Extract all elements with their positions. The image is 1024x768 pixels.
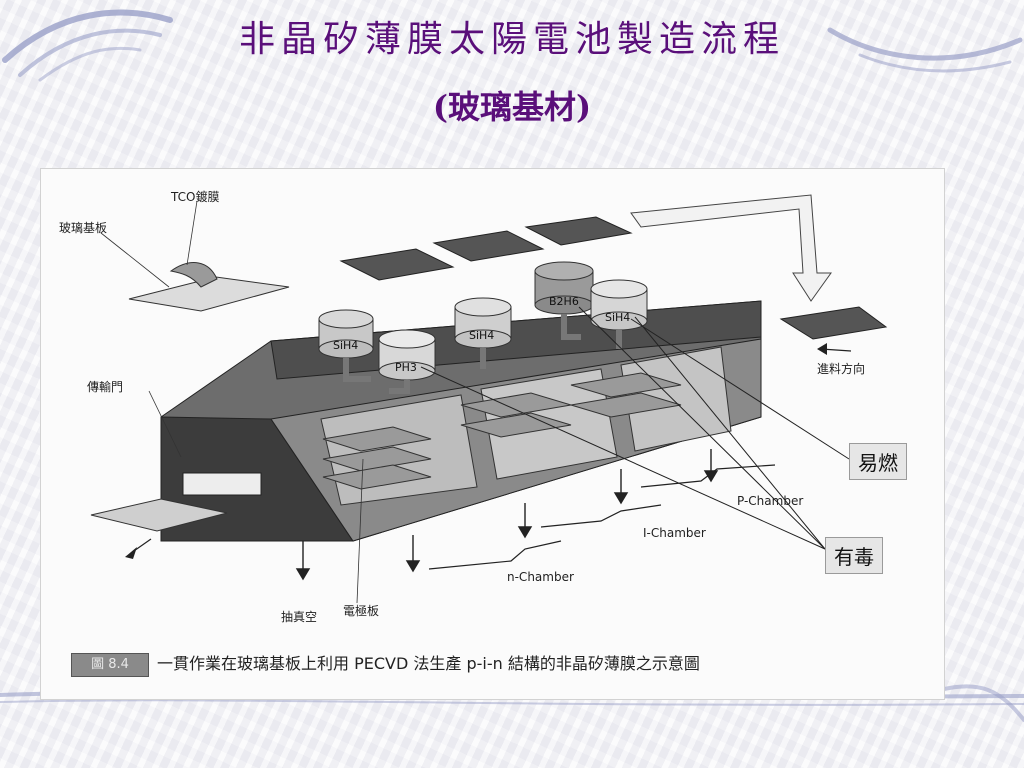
glass-substrate [128,276,290,312]
vacuum-arrows [295,449,719,581]
gas-cylinder [590,279,648,349]
gas-label-3: SiH4 [469,329,494,342]
glass-label: 玻璃基板 [59,221,107,235]
flammable-callout: 易燃 [849,443,907,480]
electrode-label: 電極板 [343,603,379,618]
i-chamber-label: I-Chamber [643,526,706,540]
tco-film [169,262,218,288]
substrate-plate [779,306,888,340]
gas-cylinder [318,309,374,382]
vacuum-label: 抽真空 [281,610,317,624]
door-label: 傳輸門 [87,379,123,394]
gas-label-5: SiH4 [605,311,630,324]
exit-substrate [90,498,228,532]
tco-label: TCO鍍膜 [170,189,219,204]
slide-title: 非晶矽薄膜太陽電池製造流程 [238,19,785,60]
substrate-plate [339,248,455,281]
feed-arrow [630,194,832,302]
pecvd-illustration: TCO鍍膜 玻璃基板 傳輸門 [59,189,888,624]
gas-cylinder [378,329,436,394]
substrate-plate [432,230,545,262]
feed-label: 進料方向 [817,361,865,376]
slide-subtitle: (玻璃基材) [432,88,592,126]
pecvd-diagram: TCO鍍膜 玻璃基板 傳輸門 [40,168,945,700]
figure-caption: 一貫作業在玻璃基板上利用 PECVD 法生產 p-i-n 結構的非晶矽薄膜之示意… [157,654,700,673]
p-chamber-label: P-Chamber [737,494,803,508]
transfer-door [182,472,262,496]
gas-cylinder [454,297,512,369]
n-chamber-label: n-Chamber [507,570,574,584]
toxic-callout: 有毒 [825,537,883,574]
substrate-plate [524,216,633,246]
gas-label-1: SiH4 [333,339,358,352]
figure-number-badge: 圖 8.4 [71,653,149,677]
gas-label-2: PH3 [395,361,417,374]
gas-label-4: B2H6 [549,295,579,308]
